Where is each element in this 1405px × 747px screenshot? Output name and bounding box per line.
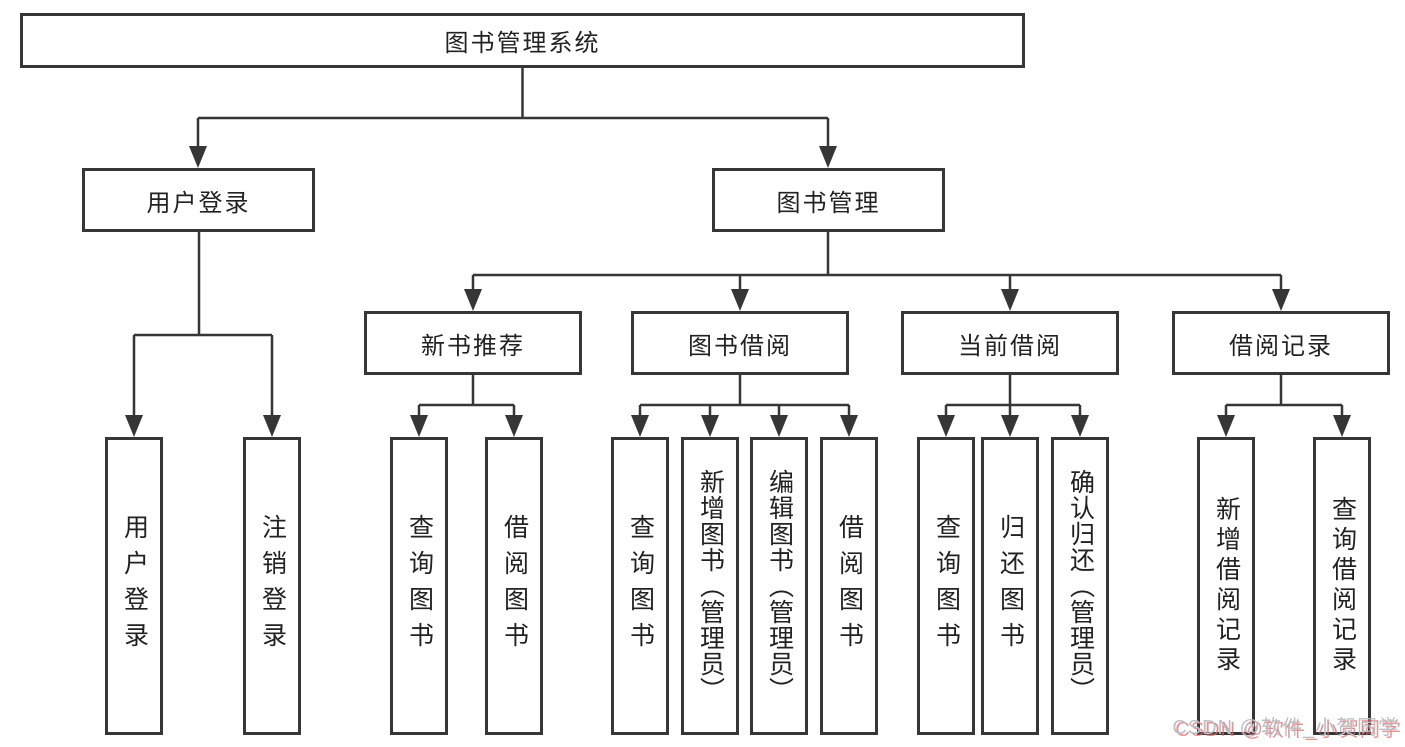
leaf-query-borrow-record: 查询借阅记录 (1313, 437, 1371, 735)
leaf-query-books-borrow: 查询图书 (611, 437, 669, 735)
leaf-borrow-books-recommend: 借阅图书 (485, 437, 543, 735)
node-book-borrow: 图书借阅 (631, 311, 849, 375)
leaf-borrow-books-borrow: 借阅图书 (820, 437, 878, 735)
node-book-borrow-label: 图书借阅 (688, 332, 792, 360)
node-new-book-recommend-label: 新书推荐 (421, 332, 525, 360)
node-book-management: 图书管理 (712, 168, 945, 232)
edge-root-to-level2 (189, 68, 837, 168)
leaf-confirm-return-admin: 确认归还（管理员） (1051, 437, 1109, 735)
edge-current-borrow-children (937, 375, 1089, 437)
edge-new-book-recommend-children (410, 375, 523, 437)
node-root: 图书管理系统 (20, 13, 1025, 68)
leaf-user-login: 用户登录 (105, 437, 163, 735)
edge-book-borrow-children (631, 375, 858, 437)
node-new-book-recommend: 新书推荐 (364, 311, 582, 375)
watermark: CSDN @软件_小贺同学 (1172, 711, 1399, 740)
node-borrow-records: 借阅记录 (1172, 311, 1390, 375)
leaf-return-book: 归还图书 (981, 437, 1039, 735)
node-user-login-label: 用户登录 (146, 189, 251, 217)
watermark-text: CSDN @软件_小贺同学 (1172, 717, 1399, 739)
leaf-add-borrow-record: 新增借阅记录 (1197, 437, 1255, 735)
leaf-add-book-admin: 新增图书（管理员） (681, 437, 739, 735)
leaf-query-books-recommend: 查询图书 (390, 437, 448, 735)
leaf-query-books-current: 查询图书 (917, 437, 975, 735)
node-borrow-records-label: 借阅记录 (1229, 332, 1333, 360)
node-current-borrow: 当前借阅 (901, 311, 1119, 375)
leaf-logout: 注销登录 (243, 437, 301, 735)
edge-user-login-children (125, 232, 281, 437)
node-user-login: 用户登录 (82, 168, 315, 232)
edge-borrow-records-children (1217, 375, 1351, 437)
node-book-management-label: 图书管理 (776, 189, 881, 217)
edge-book-management-children (464, 232, 1290, 311)
node-root-label: 图书管理系统 (444, 30, 601, 57)
node-current-borrow-label: 当前借阅 (958, 332, 1062, 360)
leaf-edit-book-admin: 编辑图书（管理员） (750, 437, 808, 735)
